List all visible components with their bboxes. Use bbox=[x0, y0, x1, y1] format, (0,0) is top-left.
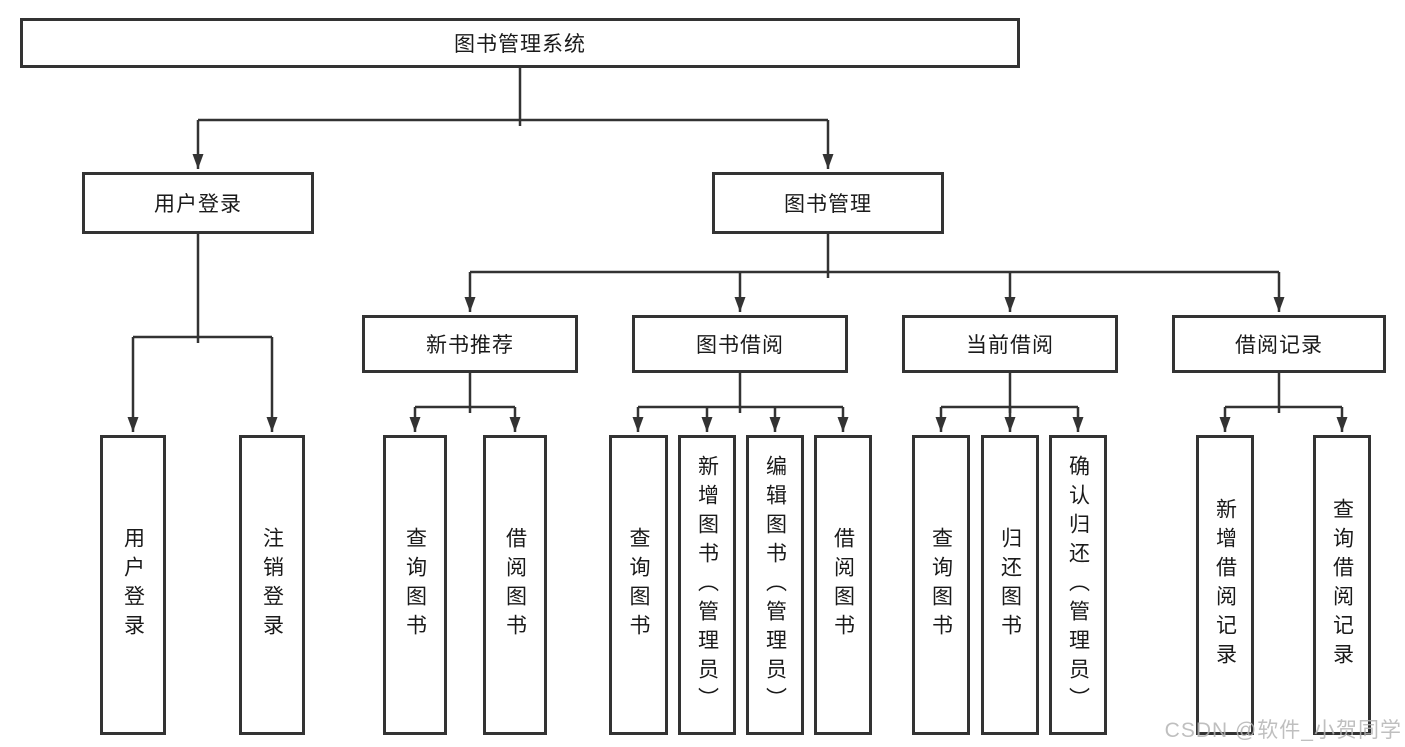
leaf-edit-book-admin: 编辑图书（管理员） bbox=[746, 435, 804, 735]
leaf-query-books-recommend-label: 查询图书 bbox=[403, 527, 427, 643]
node-borrow-records: 借阅记录 bbox=[1172, 315, 1386, 373]
leaf-query-borrow-record-label: 查询借阅记录 bbox=[1330, 498, 1354, 672]
node-book-management: 图书管理 bbox=[712, 172, 944, 234]
leaf-borrow-books-borrow-label: 借阅图书 bbox=[831, 527, 855, 643]
leaf-add-borrow-record-label: 新增借阅记录 bbox=[1213, 498, 1237, 672]
leaf-query-books-borrow-label: 查询图书 bbox=[627, 527, 650, 643]
leaf-logout-label: 注销登录 bbox=[260, 527, 284, 643]
node-new-book-recommend: 新书推荐 bbox=[362, 315, 578, 373]
node-user-login: 用户登录 bbox=[82, 172, 314, 234]
leaf-query-books-current: 查询图书 bbox=[912, 435, 970, 735]
node-root: 图书管理系统 bbox=[20, 18, 1020, 68]
leaf-add-borrow-record: 新增借阅记录 bbox=[1196, 435, 1254, 735]
leaf-logout: 注销登录 bbox=[239, 435, 305, 735]
leaf-borrow-books-borrow: 借阅图书 bbox=[814, 435, 872, 735]
leaf-borrow-books-recommend-label: 借阅图书 bbox=[503, 527, 527, 643]
leaf-user-login: 用户登录 bbox=[100, 435, 166, 735]
leaf-query-books-recommend: 查询图书 bbox=[383, 435, 447, 735]
leaf-query-books-current-label: 查询图书 bbox=[929, 527, 953, 643]
node-current-borrow: 当前借阅 bbox=[902, 315, 1118, 373]
leaf-query-books-borrow: 查询图书 bbox=[609, 435, 668, 735]
watermark: CSDN @软件_小贺同学 bbox=[1164, 719, 1402, 742]
node-book-borrow: 图书借阅 bbox=[632, 315, 848, 373]
leaf-query-borrow-record: 查询借阅记录 bbox=[1313, 435, 1371, 735]
leaf-confirm-return-admin: 确认归还（管理员） bbox=[1049, 435, 1107, 735]
leaf-edit-book-admin-label: 编辑图书（管理员） bbox=[763, 454, 787, 716]
leaf-confirm-return-admin-label: 确认归还（管理员） bbox=[1066, 454, 1090, 716]
leaf-return-books: 归还图书 bbox=[981, 435, 1039, 735]
leaf-add-book-admin: 新增图书（管理员） bbox=[678, 435, 736, 735]
leaf-user-login-label: 用户登录 bbox=[121, 527, 145, 643]
leaf-return-books-label: 归还图书 bbox=[998, 527, 1022, 643]
leaf-add-book-admin-label: 新增图书（管理员） bbox=[695, 454, 719, 716]
leaf-borrow-books-recommend: 借阅图书 bbox=[483, 435, 547, 735]
